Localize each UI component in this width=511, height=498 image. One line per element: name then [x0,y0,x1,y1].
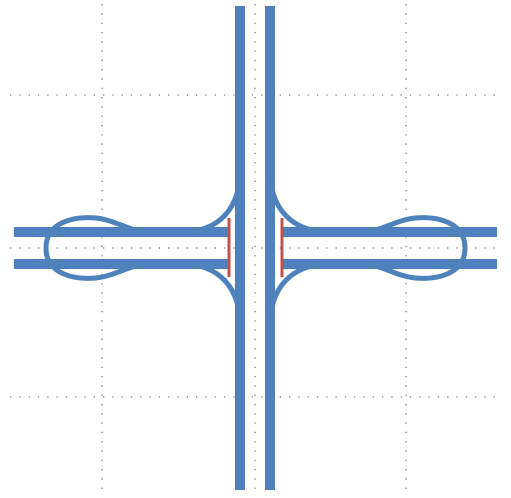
east-turnaround-loop [281,215,468,281]
roads [14,6,497,490]
west-road-lower [14,259,230,269]
north-south-road-right [265,6,275,490]
west-ramp-north [185,169,243,235]
west-ramp-south [185,261,243,327]
east-ramp-south [267,261,326,327]
dotted-grid [10,4,500,494]
north-south-road-left [235,6,245,490]
east-road-lower [281,259,497,269]
west-turnaround-loop [43,215,230,281]
west-road-upper [14,227,230,237]
stop-lines [227,218,284,277]
east-ramp-north [267,169,326,235]
east-road-upper [281,227,497,237]
